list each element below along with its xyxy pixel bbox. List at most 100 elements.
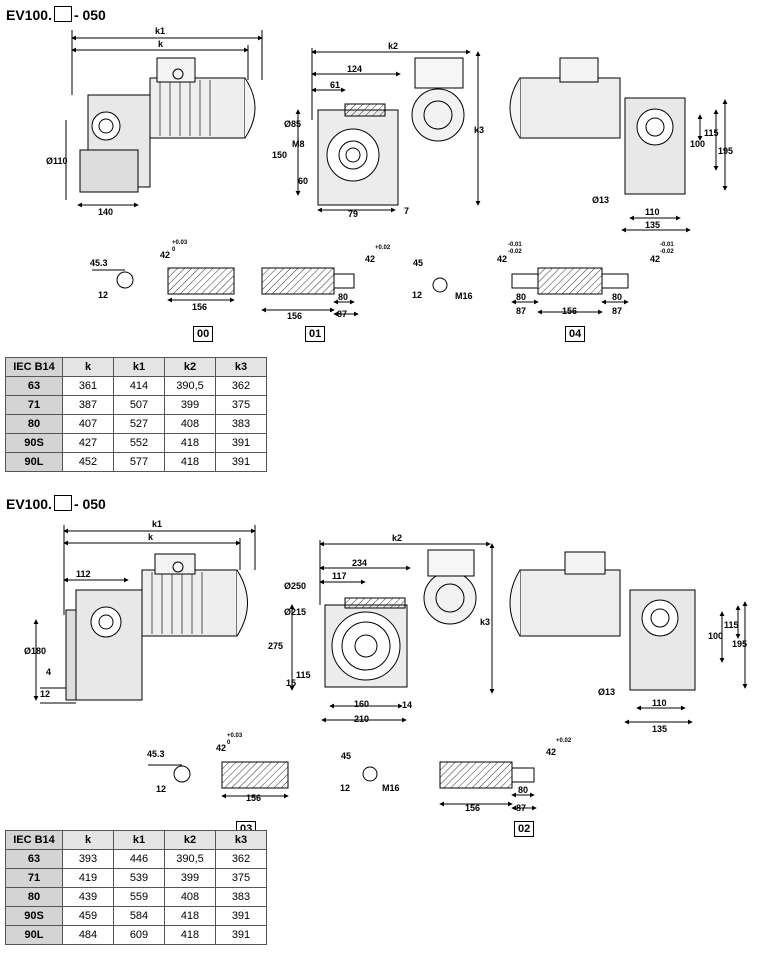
section1-title: EV100.- 050 (6, 6, 106, 23)
table-cell: 391 (215, 433, 267, 453)
dim-135: 135 (645, 220, 660, 230)
dim-m8: M8 (292, 139, 305, 149)
dim-115: 115 (296, 670, 311, 680)
shaft-87b: 87 (516, 306, 526, 316)
table-cell: 459 (62, 906, 114, 926)
table-cell: 507 (113, 395, 165, 415)
dim-112: 112 (76, 569, 91, 579)
shaft-42d: 42 (650, 254, 660, 264)
tol-003: +0.03 (227, 733, 243, 739)
table-cell: 439 (62, 887, 114, 907)
dim-140: 140 (98, 207, 113, 217)
shaft-12b: 12 (412, 290, 422, 300)
shaft-details-2 (148, 761, 537, 811)
title-prefix: EV100. (6, 496, 52, 512)
table-cell: 418 (164, 925, 216, 945)
section2-title: EV100. - 050 (6, 495, 106, 512)
dim-61: 61 (330, 80, 340, 90)
dim-110: 110 (652, 698, 667, 708)
table-cell: 391 (215, 906, 267, 926)
dim-4: 4 (46, 667, 51, 677)
dim-195: 195 (732, 639, 747, 649)
side-view-1 (65, 30, 263, 208)
shaft-42: 42 (160, 250, 170, 260)
table-cell: 391 (215, 925, 267, 945)
shaft-45-3: 45.3 (147, 749, 165, 759)
dim-d13: Ø13 (598, 687, 615, 697)
tol-0: 0 (227, 740, 231, 746)
dim-79: 79 (348, 209, 358, 219)
dim-k: k (148, 532, 154, 542)
col-header: IEC B14 (5, 357, 63, 377)
shaft-42b: 42 (365, 254, 375, 264)
table-cell: 527 (113, 414, 165, 434)
shaft-m16: M16 (382, 783, 400, 793)
col-header: IEC B14 (5, 830, 63, 850)
table-cell: 361 (62, 376, 114, 396)
rear-view-1 (509, 57, 728, 233)
dim-14: 14 (402, 700, 412, 710)
variant-tag-04: 04 (565, 326, 586, 342)
table-cell: 407 (62, 414, 114, 434)
table-cell: 90L (5, 452, 63, 472)
col-header: k1 (113, 357, 165, 377)
table-cell: 63 (5, 849, 63, 869)
shaft-156c: 156 (562, 306, 577, 316)
title-suffix: - 050 (73, 7, 106, 23)
table-cell: 63 (5, 376, 63, 396)
table-cell: 418 (164, 433, 216, 453)
table-cell: 584 (113, 906, 165, 926)
dim-k2: k2 (392, 533, 402, 543)
shaft-45-3: 45.3 (90, 258, 108, 268)
dim-d85: Ø85 (284, 119, 301, 129)
dim-15: 15 (286, 678, 296, 688)
variant-box (53, 6, 72, 22)
table-cell: 408 (164, 887, 216, 907)
tol-m001b: -0.01 (660, 242, 674, 248)
shaft-156: 156 (246, 793, 261, 803)
front-view-1 (295, 48, 481, 213)
table-cell: 387 (62, 395, 114, 415)
col-header: k (62, 357, 114, 377)
table-cell: 399 (164, 395, 216, 415)
dim-160: 160 (354, 699, 369, 709)
table-cell: 390,5 (164, 376, 216, 396)
dim-k: k (158, 39, 164, 49)
table-cell: 419 (62, 868, 114, 888)
shaft-156b: 156 (287, 311, 302, 321)
table-cell: 427 (62, 433, 114, 453)
dim-d180: Ø180 (24, 646, 46, 656)
table-cell: 484 (62, 925, 114, 945)
shaft-details-1 (92, 267, 629, 317)
dim-117: 117 (332, 571, 347, 581)
col-header: k3 (215, 830, 267, 850)
shaft-80b: 80 (516, 292, 526, 302)
shaft-m16: M16 (455, 291, 473, 301)
shaft-42: 42 (216, 743, 226, 753)
dim-k3: k3 (480, 617, 490, 627)
dim-k3: k3 (474, 125, 484, 135)
variant-tag-02: 02 (514, 821, 535, 837)
title-suffix: - 050 (73, 496, 106, 512)
table-cell: 393 (62, 849, 114, 869)
col-header: k3 (215, 357, 267, 377)
table-cell: 383 (215, 887, 267, 907)
dim-k1: k1 (155, 26, 165, 36)
table-cell: 383 (215, 414, 267, 434)
dim-124: 124 (347, 64, 362, 74)
table-cell: 539 (113, 868, 165, 888)
table-cell: 390,5 (164, 849, 216, 869)
dim-110: 110 (645, 207, 660, 217)
dim-d110: Ø110 (46, 156, 68, 166)
tol-002: +0.02 (375, 245, 391, 251)
dim-d13: Ø13 (592, 195, 609, 205)
dim-d250: Ø250 (284, 581, 306, 591)
